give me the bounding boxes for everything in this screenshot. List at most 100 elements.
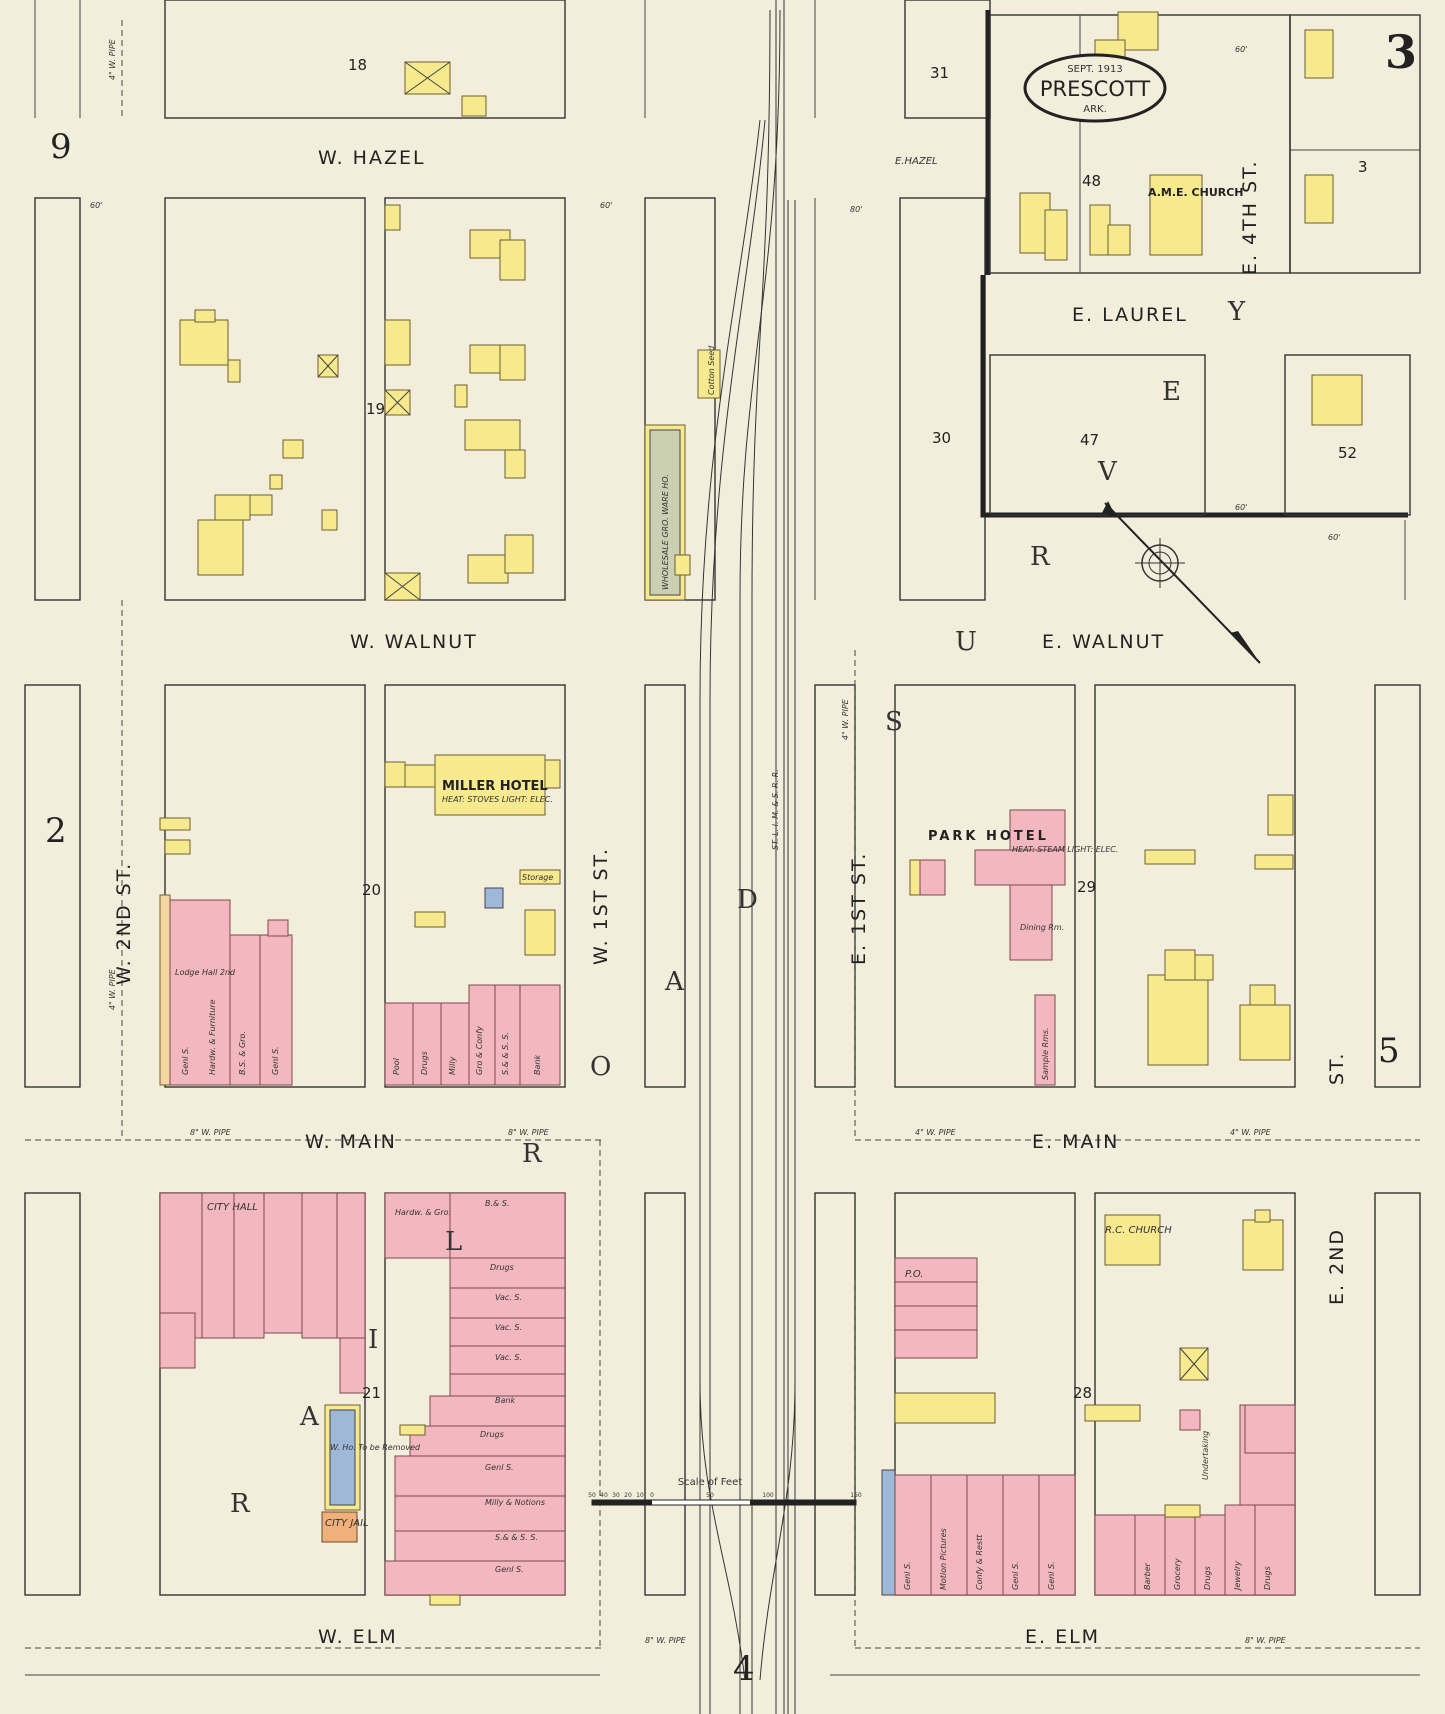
street-e-4th: E. 4TH ST. <box>1239 159 1261 275</box>
block-numbers: 18 31 48 3 19 30 47 52 20 29 21 28 <box>348 56 1368 1402</box>
rr-letter: I <box>368 1325 378 1355</box>
store-label: Vac. S. <box>495 1353 522 1362</box>
street-e-walnut: E. WALNUT <box>1042 631 1165 653</box>
store-label: B.& S. <box>485 1199 509 1208</box>
store-label: Motion Pictures <box>939 1528 948 1590</box>
store-label: Milly & Notions <box>485 1498 545 1507</box>
scale-tick-label: 40 <box>600 1492 608 1499</box>
store-label: Confy & Restt <box>975 1534 984 1590</box>
street-e-laurel: E. LAUREL <box>1072 304 1188 326</box>
water-pipes <box>25 20 1420 1649</box>
dimension-label: 60' <box>1328 533 1340 542</box>
scale-tick-label: 100 <box>762 1492 774 1499</box>
rr-letter: R <box>522 1139 543 1169</box>
street-e-2nd: E. 2ND <box>1326 1228 1348 1305</box>
pipe-label: 4" W. PIPE <box>108 38 117 80</box>
block-19-buildings <box>179 204 534 601</box>
store-labels: Pool Drugs Milly Gro & Confy S.& & S. S.… <box>181 999 1272 1592</box>
park-hotel-label: PARK HOTEL <box>928 829 1049 844</box>
rr-letter: L <box>445 1227 462 1257</box>
ne-section <box>980 10 1421 518</box>
store-label: Drugs <box>480 1430 504 1439</box>
rr-letter: V <box>1097 457 1118 487</box>
store-label: Genl S. <box>271 1046 280 1075</box>
miller-hotel-note: HEAT: STOVES LIGHT: ELEC. <box>442 795 553 804</box>
scale-tick-label: 0 <box>650 1492 654 1499</box>
street-w-walnut: W. WALNUT <box>350 631 478 653</box>
title-city: PRESCOTT <box>1040 77 1151 101</box>
pipe-label: 8" W. PIPE <box>645 1636 687 1645</box>
store-label: Hardw. & Gro. <box>395 1208 451 1217</box>
storage-label: Storage <box>522 873 553 882</box>
store-label: Barber <box>1143 1562 1152 1590</box>
street-w-elm: W. ELM <box>318 1626 398 1648</box>
block-number: 18 <box>348 56 367 74</box>
pipe-label: 4" W. PIPE <box>915 1128 957 1137</box>
store-label: Grocery <box>1173 1558 1182 1590</box>
street-labels: W. HAZEL E.HAZEL E. LAUREL W. WALNUT E. … <box>113 147 1348 1648</box>
pipe-label: 8" W. PIPE <box>190 1128 232 1137</box>
post-office-label: P.O. <box>905 1269 923 1280</box>
block-21-buildings <box>159 1192 566 1606</box>
store-label: S.& & S. S. <box>501 1032 510 1075</box>
block-number: 31 <box>930 64 949 82</box>
rr-letter: E <box>1162 377 1181 407</box>
block-number: 21 <box>362 1384 381 1402</box>
street-e-1st: E. 1ST ST. <box>848 852 870 965</box>
block-30-48-buildings <box>644 11 1363 601</box>
store-label: B.S. & Gro. <box>238 1031 247 1075</box>
store-label: Pool <box>392 1057 401 1075</box>
adjoining-sheet-e: 5 <box>1378 1031 1400 1071</box>
store-label: Genl S. <box>181 1046 190 1075</box>
block-outlines <box>24 0 1421 1676</box>
rr-letter: D <box>737 885 758 915</box>
store-label: Genl S. <box>1047 1561 1056 1590</box>
lodge-label: Lodge Hall 2nd <box>175 968 236 977</box>
scale-tick-label: 150 <box>850 1492 862 1499</box>
street-st: ST. <box>1326 1052 1348 1085</box>
store-label: Drugs <box>1203 1566 1212 1590</box>
scale-title: Scale of Feet <box>678 1477 742 1488</box>
store-label: Drugs <box>490 1263 514 1272</box>
store-label: Milly <box>448 1056 457 1075</box>
street-e-hazel: E.HAZEL <box>895 156 938 167</box>
adjoining-sheet-nw: 9 <box>50 127 72 167</box>
street-w-1st: W. 1ST ST. <box>590 847 612 965</box>
adjoining-sheets: 9 2 5 4 3 <box>45 25 1417 1689</box>
store-label: Vac. S. <box>495 1323 522 1332</box>
store-label: Genl S. <box>495 1565 524 1574</box>
store-label: Hardw. & Furniture <box>208 999 217 1075</box>
scale-tick-label: 30 <box>612 1492 620 1499</box>
wholesale-label: WHOLESALE GRO. WARE HO. <box>661 474 670 590</box>
pipe-label: 8" W. PIPE <box>1245 1636 1287 1645</box>
store-label: Vac. S. <box>495 1293 522 1302</box>
compass-rose-icon <box>1102 501 1261 664</box>
ame-church-label: A.M.E. CHURCH <box>1148 186 1244 199</box>
store-label: Genl S. <box>1011 1561 1020 1590</box>
block-number: 19 <box>366 400 385 418</box>
rr-letter: S <box>885 707 903 737</box>
rr-letter: R <box>1030 542 1051 572</box>
block-number: 20 <box>362 881 381 899</box>
railroad-tracks <box>699 0 796 1714</box>
dimension-label: 60' <box>600 201 612 210</box>
store-label: Genl S. <box>485 1463 514 1472</box>
pipe-label: 4" W. PIPE <box>108 968 117 1010</box>
block-28-buildings <box>881 1209 1296 1596</box>
railroad-name: ST. L. I. M. & S. R. R. <box>771 769 780 850</box>
w-ho-label: W. Ho. To be Removed <box>330 1443 421 1452</box>
rc-church-label: R.C. CHURCH <box>1105 1225 1172 1236</box>
rr-letter: A <box>664 967 685 997</box>
store-label: Bank <box>495 1396 515 1405</box>
sample-rooms-label: Sample Rms. <box>1041 1027 1050 1080</box>
scale-tick-label: 50 <box>588 1492 596 1499</box>
store-label: Drugs <box>420 1051 429 1075</box>
store-label: S.& & S. S. <box>495 1533 538 1542</box>
adjoining-sheet-s: 4 <box>733 1649 755 1689</box>
pipe-label: 4" W. PIPE <box>1230 1128 1272 1137</box>
dining-label: Dining Rm. <box>1020 923 1064 932</box>
pipe-label: 8" W. PIPE <box>508 1128 550 1137</box>
